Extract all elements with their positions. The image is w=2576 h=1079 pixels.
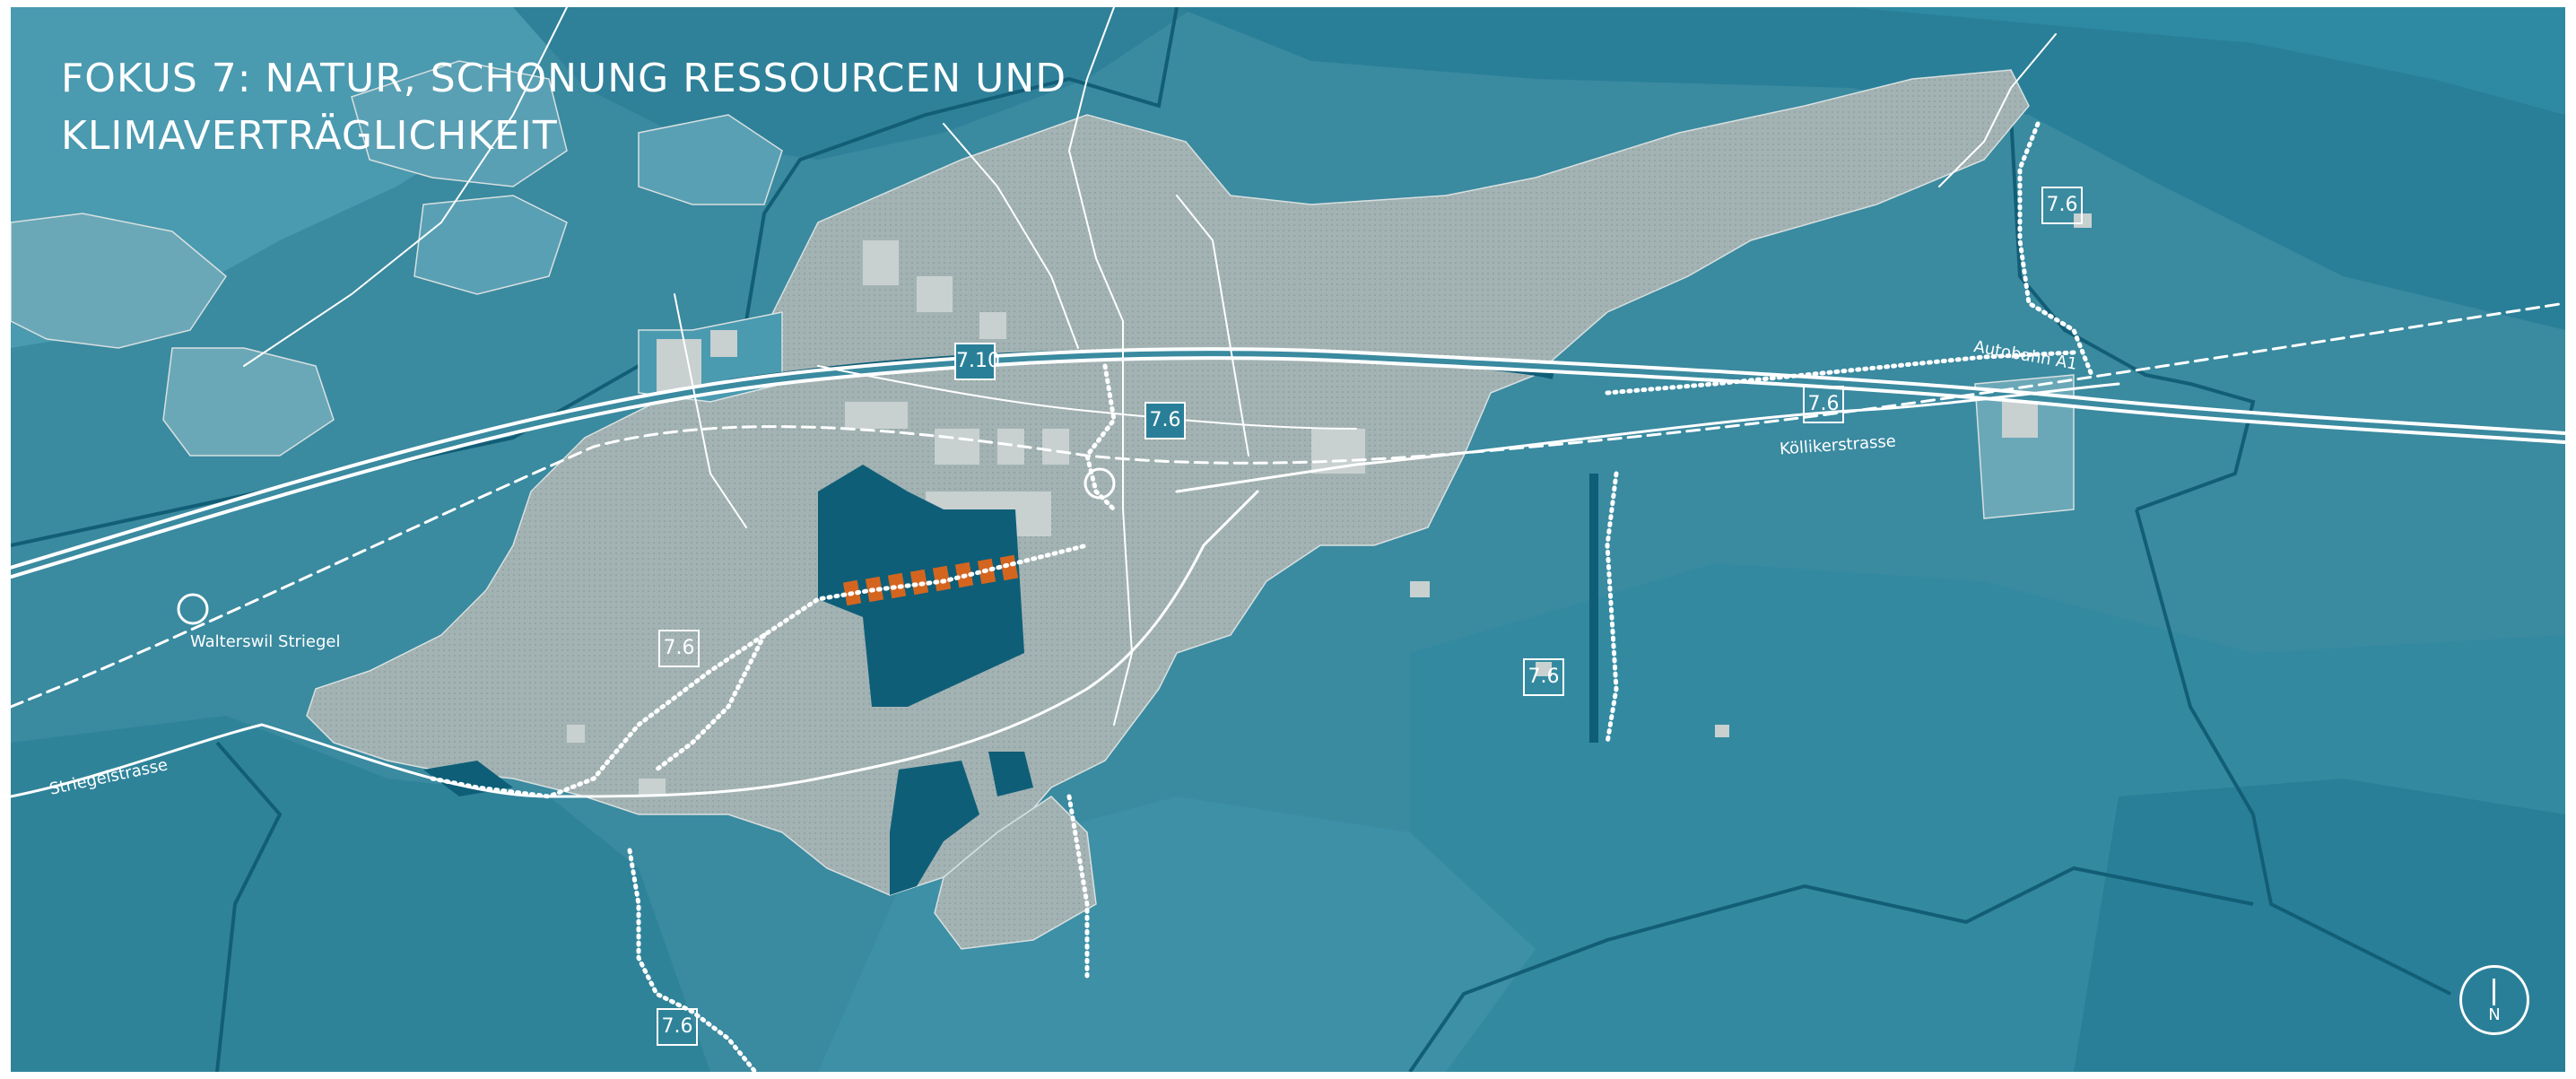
place-label-walterswil: Walterswil Striegel — [190, 632, 341, 651]
north-label: N — [2488, 1005, 2501, 1024]
station-markers — [177, 467, 1116, 625]
measure-label-7-6-west[interactable]: 7.6 — [658, 630, 700, 667]
north-arrow-icon: N — [2459, 965, 2529, 1035]
measure-label-7-6-center[interactable]: 7.6 — [1144, 402, 1186, 439]
measure-label-7-10[interactable]: 7.10 — [954, 343, 1000, 380]
measure-label-7-6-east-top[interactable]: 7.6 — [2041, 187, 2083, 224]
map-title-line-2: KLIMAVERTRÄGLICHKEIT — [61, 113, 558, 159]
map-drawing — [11, 7, 2565, 1072]
measure-label-7-6-east-road[interactable]: 7.6 — [1803, 386, 1844, 423]
measure-label-7-6-south-east[interactable]: 7.6 — [1523, 658, 1564, 696]
measure-label-7-6-south[interactable]: 7.6 — [657, 1008, 698, 1046]
north-arrow-bar — [2493, 979, 2495, 1005]
road-network — [11, 7, 2565, 798]
map-title-line-1: FOKUS 7: NATUR, SCHONUNG RESSOURCEN UND — [61, 56, 1067, 101]
map-canvas[interactable]: FOKUS 7: NATUR, SCHONUNG RESSOURCEN UND … — [11, 7, 2565, 1072]
